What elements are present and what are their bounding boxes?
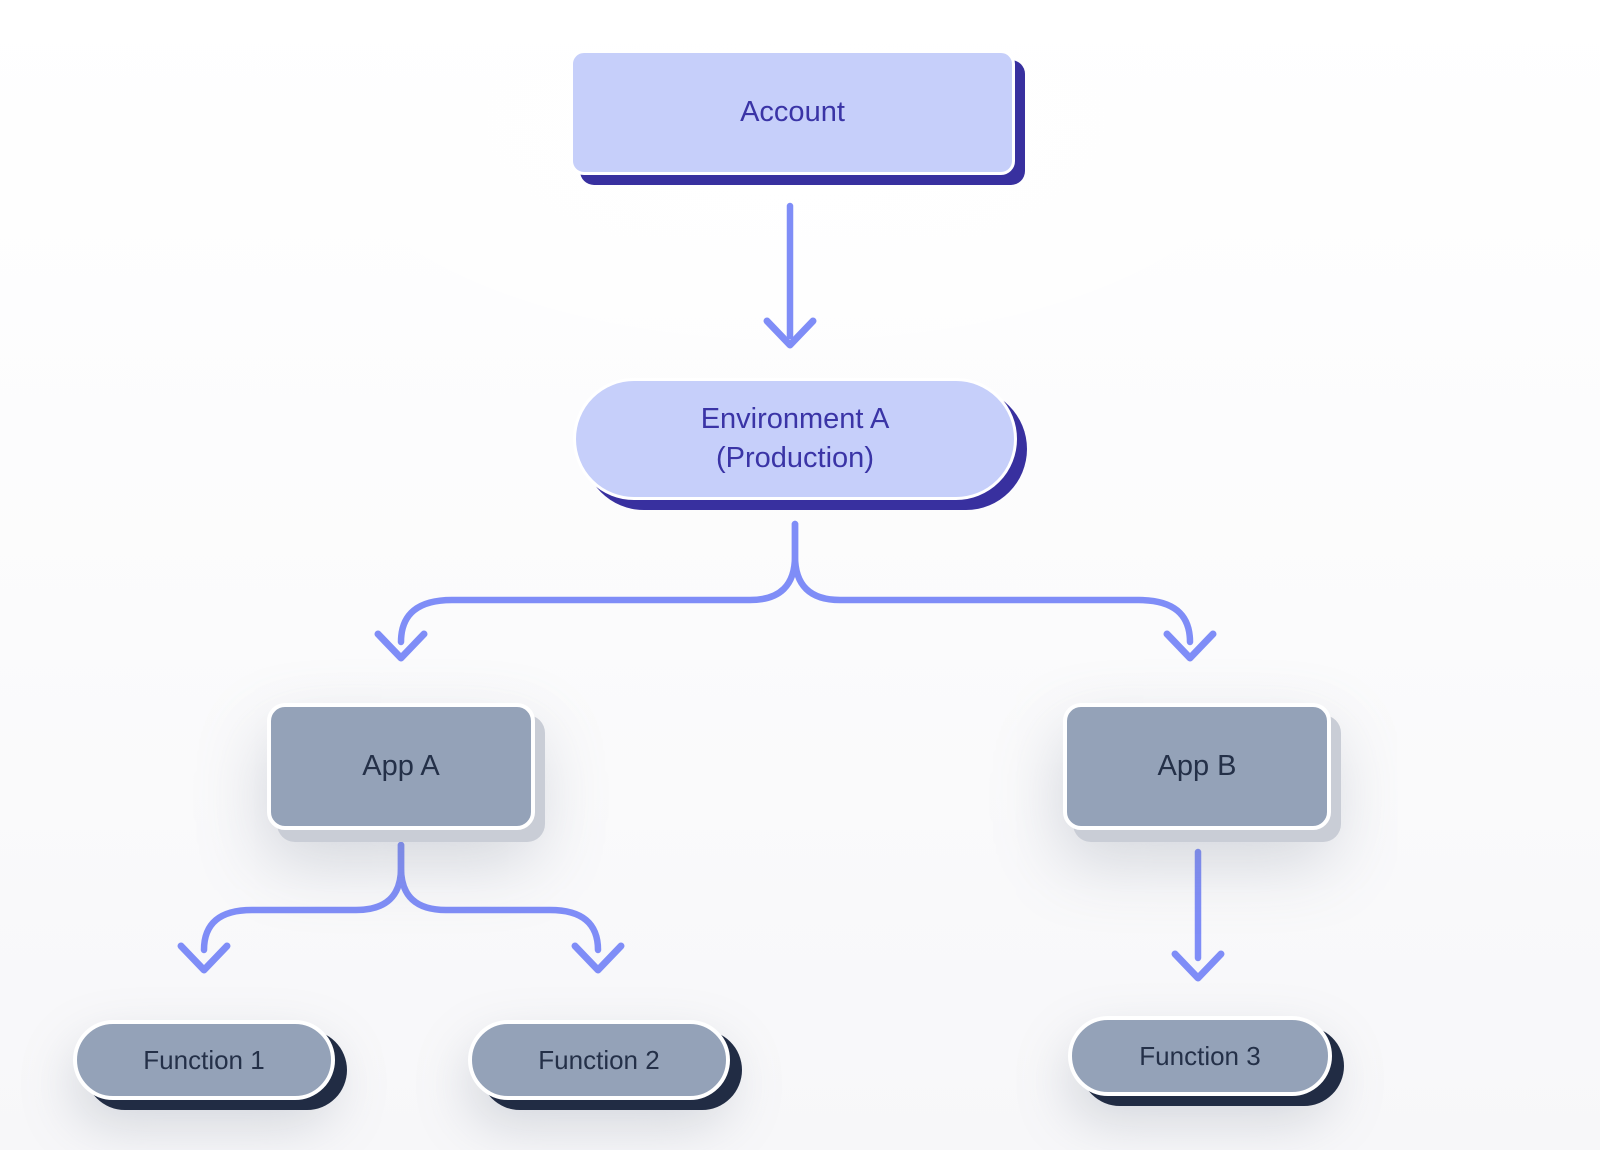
node-function-3: Function 3 — [1068, 1016, 1332, 1096]
node-function-3-label: Function 3 — [1139, 1040, 1261, 1071]
arrowhead-icon — [1171, 950, 1225, 982]
node-app-a: App A — [267, 703, 535, 830]
edge-app-a-to-function-2 — [397, 841, 625, 974]
edge-environment-a-to-app-b — [791, 520, 1217, 662]
node-function-1-label: Function 1 — [143, 1044, 265, 1075]
node-environment-a-sublabel: (Production) — [716, 442, 874, 474]
edge-environment-a-to-app-a — [374, 520, 799, 662]
node-app-a-label: App A — [362, 750, 440, 782]
arrowhead-icon — [571, 942, 625, 974]
node-environment-a-label: Environment A — [700, 402, 890, 435]
edge-account-to-environment-a — [763, 202, 817, 349]
arrowhead-icon — [1163, 630, 1217, 662]
edge-app-b-to-function-3 — [1171, 848, 1225, 982]
node-function-1: Function 1 — [73, 1020, 335, 1100]
arrowhead-icon — [763, 317, 817, 349]
node-app-b: App B — [1063, 703, 1331, 830]
arrowhead-icon — [177, 942, 231, 974]
node-app-b-label: App B — [1157, 750, 1237, 782]
node-function-2: Function 2 — [468, 1020, 730, 1100]
node-account: Account — [570, 50, 1015, 175]
node-account-label: Account — [740, 96, 845, 128]
edge-app-a-to-function-1 — [177, 841, 405, 974]
arrowhead-icon — [374, 630, 428, 662]
node-environment-a: Environment A (Production) — [573, 378, 1017, 500]
node-function-2-label: Function 2 — [538, 1044, 660, 1075]
